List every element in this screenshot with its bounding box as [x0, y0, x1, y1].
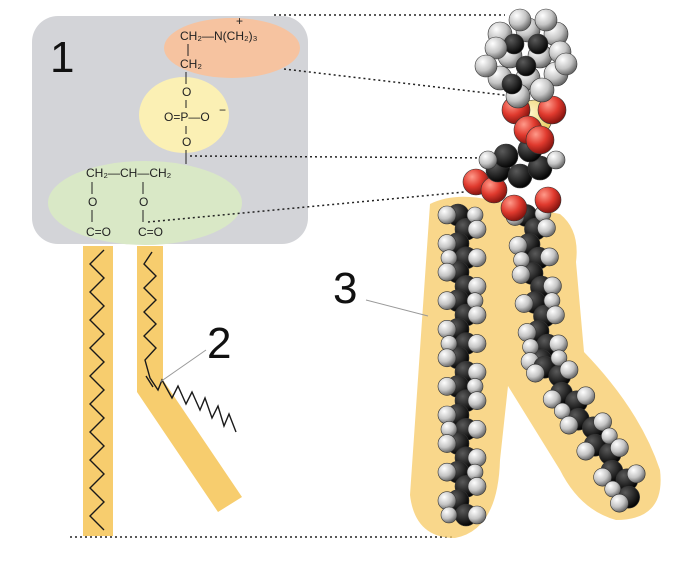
hydrogen-atom [529, 77, 555, 103]
phosphate-highlight [139, 77, 229, 153]
hydrogen-atom [546, 305, 565, 325]
unsaturated-tail-chain [143, 251, 237, 433]
hydrogen-atom [559, 415, 579, 435]
hydrogen-atom [467, 505, 487, 525]
hydrogen-atom [440, 506, 458, 524]
oxygen-atom [500, 194, 528, 222]
hydrogen-atom [467, 248, 487, 268]
hydrogen-atom [437, 291, 457, 311]
connector-lines [70, 14, 513, 538]
region-1-label: 1 [50, 33, 74, 82]
glycerol-highlight [48, 161, 242, 245]
oxygen-atom [525, 125, 555, 155]
fatty-acid-tails: 2 [83, 246, 242, 536]
region-2-label: 2 [207, 319, 231, 368]
hydrogen-atom [601, 427, 618, 445]
phosphate-charge: − [219, 103, 226, 117]
ester-o-right: O [139, 195, 148, 209]
hydrogen-atom [508, 236, 528, 255]
carbon-atom [493, 143, 519, 169]
saturated-tail-chain [89, 249, 105, 531]
hydrogen-atom [437, 205, 457, 225]
hydrogen-atom [437, 462, 457, 482]
hydrogen-atom [546, 150, 566, 170]
connector-phosphate [189, 155, 501, 159]
phosphate-o-top: O [182, 85, 191, 99]
hydrogen-atom [514, 294, 534, 313]
hydrogen-atom [543, 276, 562, 296]
space-filling-model: 3 [333, 8, 661, 539]
hydrogen-atom [478, 150, 498, 170]
carbon-atom [503, 33, 525, 55]
hydrogen-atom [474, 54, 498, 78]
hydrogen-atom [511, 265, 531, 284]
hydrogen-atom [540, 247, 559, 267]
hydrogen-atom [508, 8, 532, 32]
hydrogen-atom [610, 493, 629, 513]
hydrogen-atom [467, 219, 487, 239]
choline-charge: + [236, 14, 243, 28]
hydrogen-atom [626, 464, 646, 484]
hydrogen-atom [542, 389, 562, 409]
hydrogen-atom [437, 377, 457, 396]
glycerol-row: CH₂—CH—CH₂ [86, 166, 172, 180]
hydrogen-atom [517, 323, 537, 342]
hydrogen-atom [467, 305, 487, 325]
hydrogen-atom [576, 386, 596, 406]
hydrogen-atom [467, 334, 487, 353]
hydrogen-atom [593, 412, 612, 432]
hydrogen-atom [526, 363, 545, 383]
region-2-pointer [159, 349, 207, 383]
region-3-label: 3 [333, 264, 357, 313]
hydrogen-atom [467, 477, 487, 496]
ester-o-left: O [88, 195, 97, 209]
hydrogen-atom [554, 52, 578, 76]
hydrogen-atom [559, 360, 579, 380]
carbonyl-left: C=O [86, 225, 111, 239]
unsaturated-tail-band [137, 246, 242, 512]
hydrogen-atom [610, 438, 629, 458]
choline-formula: CH₂—N(CH₂)₃ [180, 29, 258, 43]
hydrogen-atom [593, 467, 612, 487]
hydrogen-atom [576, 441, 596, 461]
oxygen-atom [534, 186, 562, 214]
atoms [437, 8, 646, 527]
hydrogen-atom [550, 349, 568, 367]
choline-highlight [164, 18, 300, 78]
double-bond-marker [145, 375, 154, 388]
hydrogen-atom [467, 419, 487, 439]
hydrogen-atom [537, 218, 556, 238]
phosphate-o-bottom: O [182, 135, 191, 149]
hydrogen-atom [437, 434, 457, 453]
structural-formula: 1 CH₂—N(CH₂)₃ + CH₂ O O=P—O − O CH₂—CH—C… [32, 14, 308, 245]
phosphate-row: O=P—O [164, 110, 210, 124]
carbon-atom [515, 55, 537, 77]
hydrogen-atom [467, 391, 487, 411]
saturated-tail-band [83, 246, 113, 536]
carbon-atom [527, 33, 549, 55]
hydrogen-atom [437, 262, 457, 282]
hydrogen-atom [484, 36, 508, 60]
carbonyl-right: C=O [138, 225, 163, 239]
carbon-atom [501, 73, 523, 95]
connector-choline [283, 68, 513, 97]
region-3-pointer [365, 299, 429, 317]
hydrogen-atom [437, 348, 457, 368]
choline-ch2: CH₂ [180, 57, 202, 71]
hydrogen-atom [534, 8, 558, 32]
